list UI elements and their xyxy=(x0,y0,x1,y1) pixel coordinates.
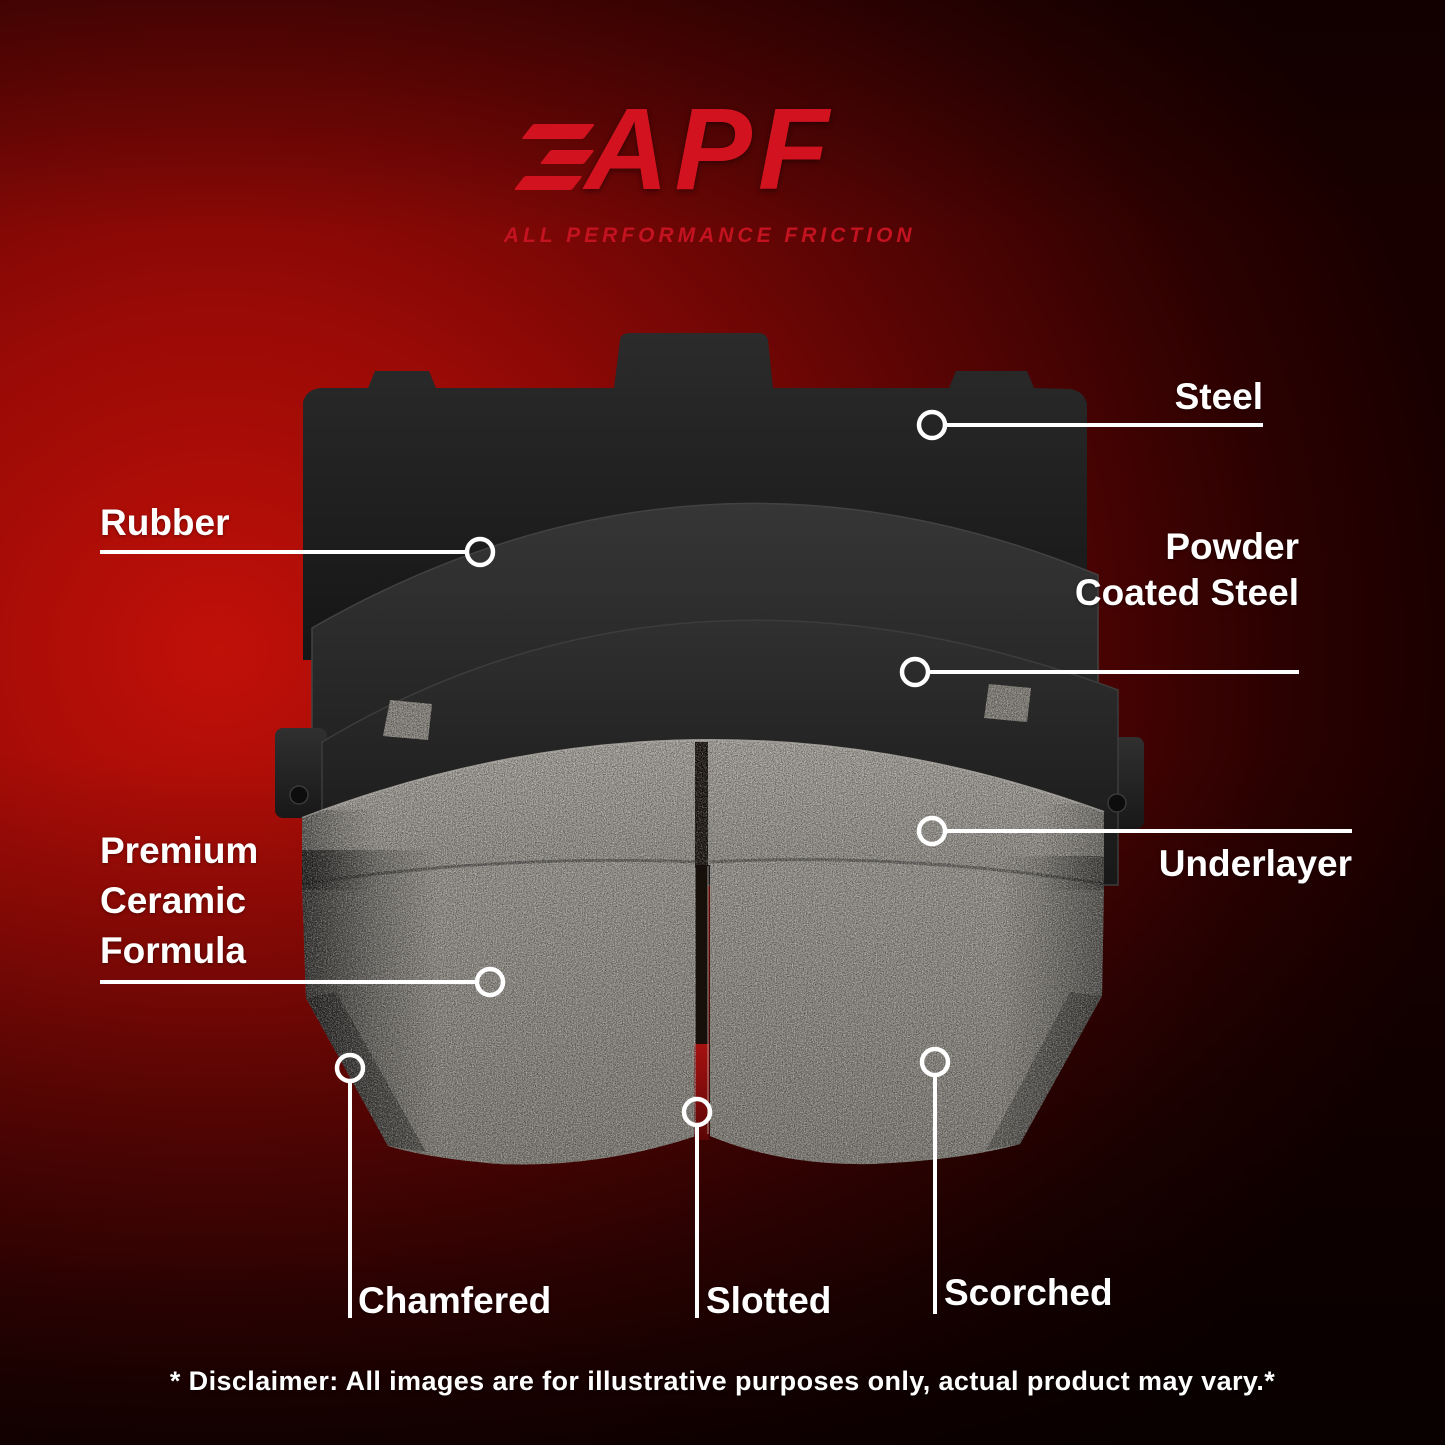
label-scorched: Scorched xyxy=(944,1272,1113,1313)
label-slotted: Slotted xyxy=(706,1280,832,1321)
label-steel: Steel xyxy=(1174,376,1263,417)
callout-point-chamfered xyxy=(334,1052,366,1084)
logo-text: APF xyxy=(584,84,835,214)
callout-point-underlayer xyxy=(916,815,948,847)
callout-point-ceramic xyxy=(474,966,506,998)
label-underlayer: Underlayer xyxy=(1158,843,1352,884)
rivet-hole-icon xyxy=(1107,793,1127,813)
callout-point-steel xyxy=(916,409,948,441)
rivet-hole-icon xyxy=(289,785,309,805)
label-premium-ceramic-formula: Premium Ceramic Formula xyxy=(100,830,259,971)
label-powder-coated-steel: Powder Coated Steel xyxy=(1074,526,1299,613)
callout-point-powder xyxy=(899,656,931,688)
apf-logo: APF ALL PERFORMANCE FRICTION xyxy=(390,84,1030,248)
logo-tagline: ALL PERFORMANCE FRICTION xyxy=(503,223,916,247)
callout-point-rubber xyxy=(464,536,496,568)
apf-logo-mark: APF xyxy=(513,84,875,214)
label-rubber: Rubber xyxy=(100,502,230,543)
disclaimer-text: * Disclaimer: All images are for illustr… xyxy=(169,1366,1276,1396)
callout-point-slotted xyxy=(681,1096,713,1128)
callout-lines xyxy=(100,409,1352,1318)
speed-line-icon xyxy=(520,124,595,139)
callout-point-scorched xyxy=(919,1046,951,1078)
label-chamfered: Chamfered xyxy=(358,1280,552,1321)
speed-line-icon xyxy=(513,176,583,190)
slot-gap xyxy=(694,1044,709,1140)
